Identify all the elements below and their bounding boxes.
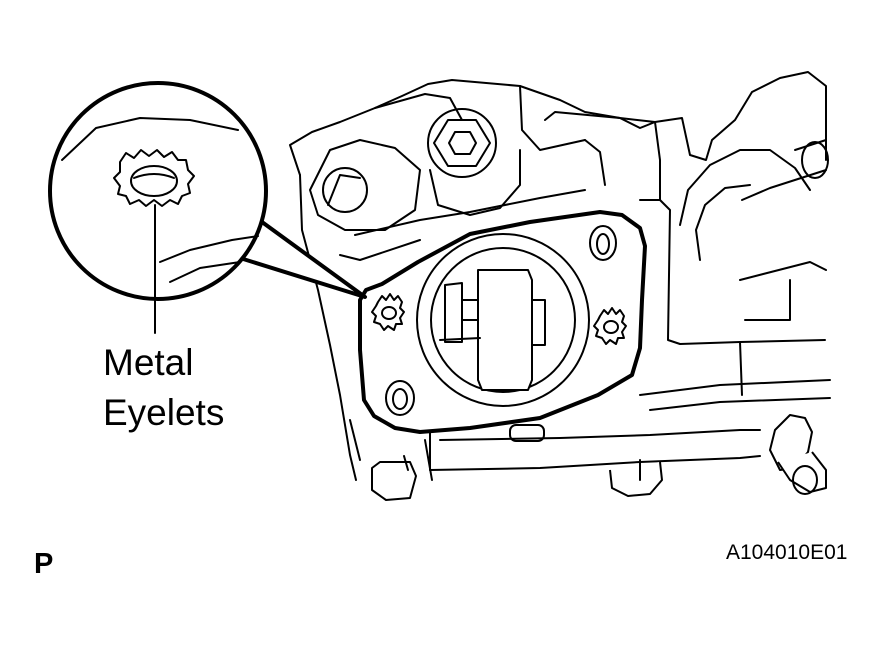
mounting-plate [358, 210, 647, 434]
magnified-detail [48, 81, 367, 301]
figure-code: A104010E01 [726, 541, 848, 564]
callout-label-eyelets: Eyelets [103, 392, 225, 433]
corner-letter: P [34, 548, 54, 580]
callout-label-metal: Metal [103, 342, 194, 383]
eyelet-left [371, 293, 405, 331]
eyelet-right [593, 307, 627, 345]
engine-housing [289, 71, 831, 501]
